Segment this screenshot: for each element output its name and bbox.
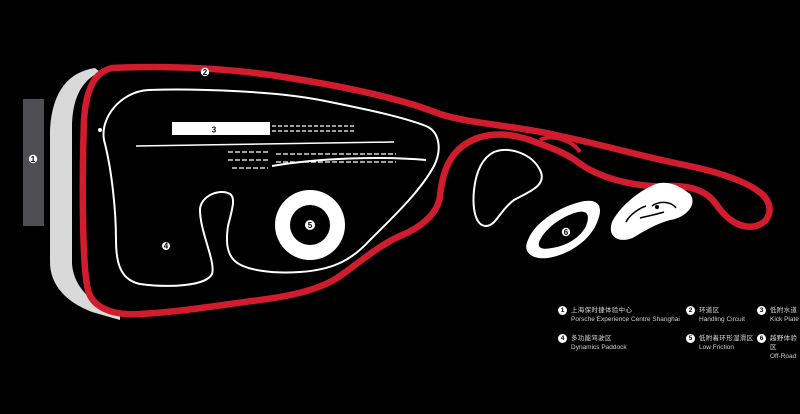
straight-curve [271,157,427,167]
marker-5-dot[interactable] [305,220,315,230]
legend-item-dynamics-paddock: 4 多功能驾驶区 Dynamics Paddock [558,334,627,352]
legend-en: Kick Plate [770,316,799,323]
apron [50,68,120,320]
legend-item-handling-circuit: 2 环道区 Handling Circuit [686,306,745,324]
marker-3-label: 3 [212,126,217,135]
legend-item-low-friction: 5 低附着环形湿滑区 Low Friction [686,334,753,352]
off-road-zone-b-detail [625,201,677,223]
handling-circuit-bump [539,135,582,154]
legend-number: 3 [757,306,766,315]
legend-en: Off-Road [770,353,797,360]
legend-en: Porsche Experience Centre Shanghai [571,316,680,323]
paddock-dot [98,128,102,132]
legend-zh: 多功能驾驶区 [571,335,612,342]
legend-number: 2 [686,306,695,315]
legend: 1 上海保时捷体验中心 Porsche Experience Centre Sh… [558,306,800,360]
legend-zh: 低附着环形湿滑区 [699,335,754,342]
marker-6-label: 6 [564,228,569,237]
legend-en: Handling Circuit [699,316,745,323]
marker-6-dot[interactable] [561,227,571,237]
dynamics-paddock-track[interactable] [102,88,440,287]
kick-plate[interactable] [172,122,270,135]
marker-2-dot[interactable] [200,67,210,77]
legend-number: 6 [757,334,766,343]
handling-circuit[interactable] [79,63,773,318]
legend-item-experience-centre: 1 上海保时捷体验中心 Porsche Experience Centre Sh… [558,306,680,324]
marker-4-label: 4 [164,242,169,251]
marker-4-dot[interactable] [162,242,170,250]
legend-item-kick-plate: 3 低附水道 Kick Plate [757,306,799,324]
off-road-zone-b[interactable] [610,182,693,240]
legend-number: 4 [558,334,567,343]
inner-loop-track[interactable] [472,149,543,228]
marker-1-dot[interactable] [28,154,38,164]
straight-main [135,141,395,147]
legend-en: Dynamics Paddock [571,344,627,351]
legend-en: Low Friction [699,344,735,351]
legend-zh: 上海保时捷体验中心 [571,307,633,314]
legend-number: 1 [558,306,567,315]
legend-zh: 低附水道 [770,307,798,314]
legend-number: 5 [686,334,695,343]
legend-zh: 环道区 [699,307,720,314]
marker-1-label: 1 [31,155,36,164]
legend-item-off-road: 6 越野体验区 Off-Road [757,334,800,361]
off-road-zone-b-dot [655,205,659,209]
legend-zh: 越野体验区 [770,335,798,351]
marker-2-label: 2 [203,68,208,77]
marker-5-label: 5 [308,221,313,230]
